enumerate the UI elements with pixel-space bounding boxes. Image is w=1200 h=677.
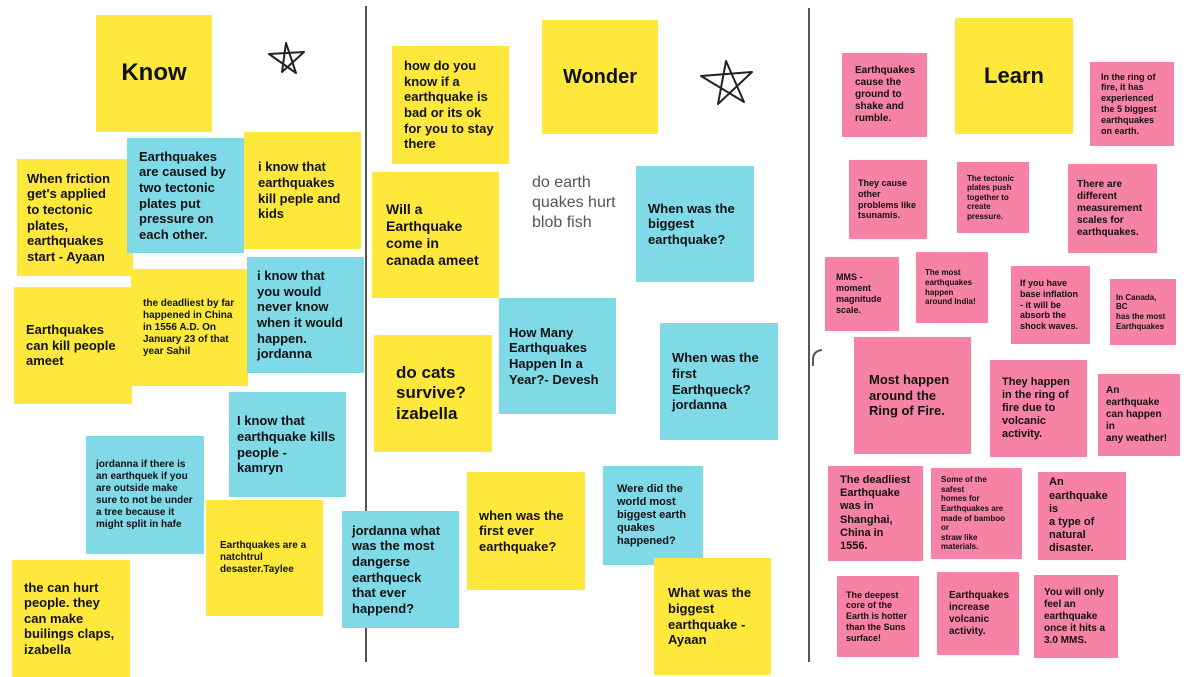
learn-note-18[interactable]: You will only feel an earthquake once it… xyxy=(1034,575,1118,658)
know-note-8[interactable]: jordanna if there is an earthquek if you… xyxy=(86,436,204,554)
header-learn[interactable]: Learn xyxy=(955,18,1073,134)
wonder-note-5[interactable]: do cats survive? izabella xyxy=(374,335,492,452)
star-icon xyxy=(700,60,753,105)
star-icon xyxy=(268,42,305,74)
learn-note-6[interactable]: MMS - moment magnitude scale. xyxy=(825,257,899,331)
learn-note-11[interactable]: They happen in the ring of fire due to v… xyxy=(990,360,1087,457)
wonder-note-10[interactable]: What was the biggest earthquake - Ayaan xyxy=(654,558,771,675)
header-wonder[interactable]: Wonder xyxy=(542,20,658,134)
know-note-5[interactable]: the deadliest by far happened in China i… xyxy=(131,269,248,386)
learn-note-8[interactable]: If you have base inflation - it will be … xyxy=(1011,266,1090,344)
header-label: Learn xyxy=(984,62,1044,88)
wonder-note-2[interactable]: Will a Earthquake come in canada ameet xyxy=(372,172,499,298)
learn-note-15[interactable]: An earthquake is a type of natural disas… xyxy=(1038,472,1126,560)
learn-note-4[interactable]: The tectonic plates push together to cre… xyxy=(957,162,1029,233)
know-note-6[interactable]: i know that you would never know when it… xyxy=(247,257,364,373)
column-divider-right xyxy=(808,8,810,662)
header-label: Wonder xyxy=(562,66,638,88)
wonder-note-3[interactable]: When was the biggest earthquake? xyxy=(636,166,754,282)
wonder-note-4[interactable]: How Many Earthquakes Happen In a Year?- … xyxy=(499,298,616,414)
know-note-3[interactable]: i know that earthquakes kill peple and k… xyxy=(244,132,361,249)
wonder-floating-text[interactable]: do earth quakes hurt blob fish xyxy=(532,174,616,231)
learn-note-3[interactable]: They cause other problems like tsunamis. xyxy=(849,160,927,239)
know-note-1[interactable]: When friction get's applied to tectonic … xyxy=(17,159,133,276)
know-note-2[interactable]: Earthquakes are caused by two tectonic p… xyxy=(127,138,244,253)
wonder-note-9[interactable]: jordanna what was the most dangerse eart… xyxy=(342,511,459,628)
know-note-7[interactable]: I know that earthquake kills people - ka… xyxy=(229,392,346,497)
wonder-note-1[interactable]: how do you know if a earthquake is bad o… xyxy=(392,46,509,164)
header-know[interactable]: Know xyxy=(96,15,212,132)
wonder-note-7[interactable]: when was the first ever earthquake? xyxy=(467,472,585,590)
learn-note-16[interactable]: The deepest core of the Earth is hotter … xyxy=(837,576,919,657)
wonder-note-8[interactable]: Were did the world most biggest earth qu… xyxy=(603,466,703,565)
learn-note-14[interactable]: Some of the safest homes for Earthquakes… xyxy=(931,468,1022,559)
wonder-note-6[interactable]: When was the first Earthqueck? jordanna xyxy=(660,323,778,440)
know-note-10[interactable]: the can hurt people. they can make buili… xyxy=(12,560,130,677)
column-divider-left xyxy=(365,6,367,662)
learn-note-5[interactable]: There are different measurement scales f… xyxy=(1068,164,1157,253)
learn-note-2[interactable]: In the ring of fire, it has experienced … xyxy=(1090,62,1174,146)
divider-hook-mark xyxy=(812,349,823,366)
learn-note-17[interactable]: Earthquakes increase volcanic activity. xyxy=(937,572,1019,655)
header-label: Know xyxy=(121,59,187,87)
learn-note-12[interactable]: An earthquake can happen in any weather! xyxy=(1098,374,1180,456)
learn-note-13[interactable]: The deadliest Earthquake was in Shanghai… xyxy=(828,466,923,561)
learn-note-9[interactable]: In Canada, BC has the most Earthquakes xyxy=(1110,279,1176,345)
know-note-4[interactable]: Earthquakes can kill people ameet xyxy=(14,287,132,404)
learn-note-10[interactable]: Most happen around the Ring of Fire. xyxy=(854,337,971,454)
learn-note-1[interactable]: Earthquakes cause the ground to shake an… xyxy=(842,53,927,137)
learn-note-7[interactable]: The most earthquakes happen around India… xyxy=(916,252,988,323)
know-note-9[interactable]: Earthquakes are a natchtrul desaster.Tay… xyxy=(206,500,323,616)
